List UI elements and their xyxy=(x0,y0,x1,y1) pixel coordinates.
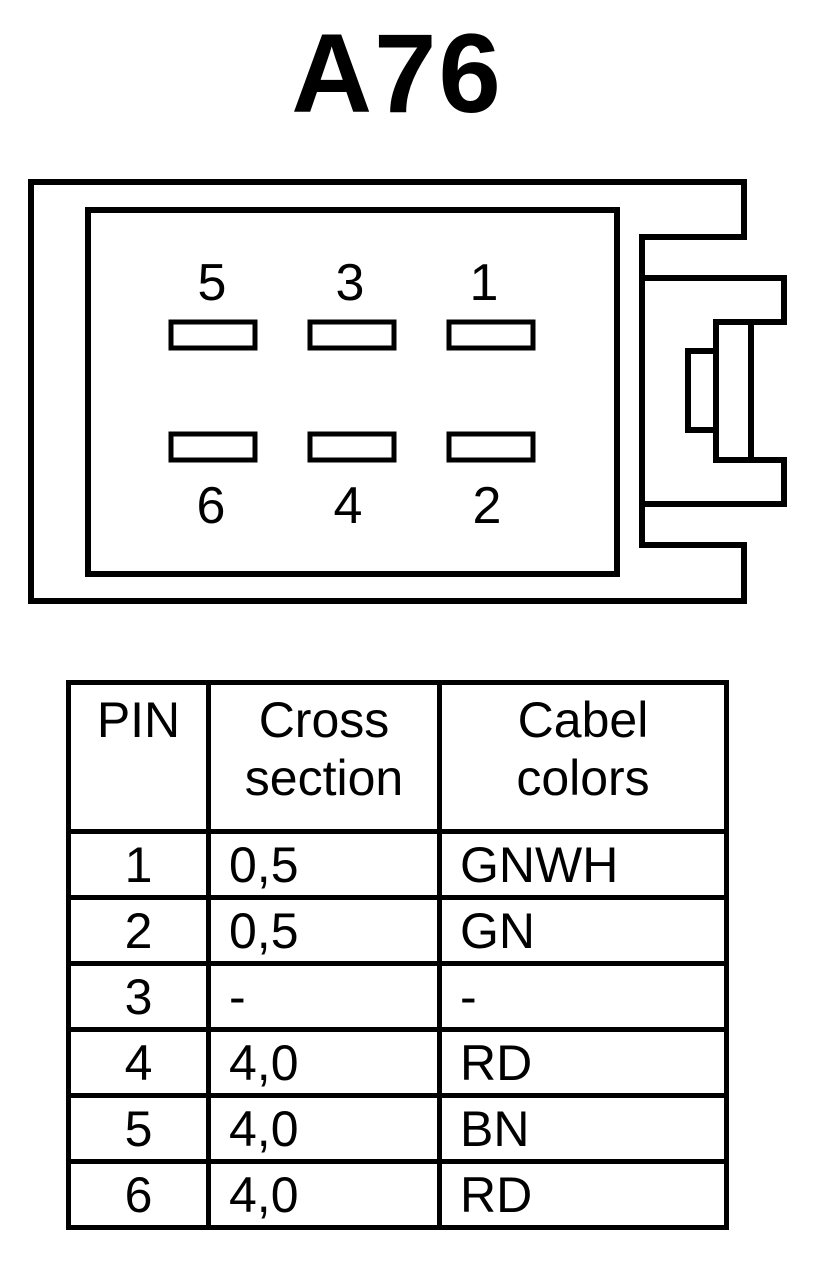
connector-housing xyxy=(28,179,787,604)
table-row: 5 4,0 BN xyxy=(66,1093,729,1164)
header-pin-label: PIN xyxy=(96,692,181,748)
cell-pin: 4 xyxy=(66,1027,211,1098)
cell-cable-color: RD xyxy=(437,1159,729,1230)
cell-pin: 2 xyxy=(66,895,211,966)
header-color-line1: Cabel xyxy=(517,692,649,748)
pin-number: 4 xyxy=(334,477,363,535)
pin-number: 3 xyxy=(336,254,365,312)
cell-cross-section: - xyxy=(206,961,442,1032)
header-pin: PIN xyxy=(66,680,211,834)
pin-slot xyxy=(168,319,258,351)
pin-number: 5 xyxy=(198,254,227,312)
pin-number: 2 xyxy=(473,477,502,535)
table-row: 6 4,0 RD xyxy=(66,1159,729,1230)
cell-pin: 6 xyxy=(66,1159,211,1230)
table-row: 3 - - xyxy=(66,961,729,1032)
cell-cable-color: RD xyxy=(437,1027,729,1098)
pin-slot xyxy=(446,319,536,351)
cell-pin: 1 xyxy=(66,829,211,900)
pin-slot xyxy=(307,319,397,351)
pin-slot xyxy=(168,431,258,463)
table-row: 1 0,5 GNWH xyxy=(66,829,729,900)
cell-cross-section: 4,0 xyxy=(206,1159,442,1230)
connector-title: A76 xyxy=(291,11,503,136)
cell-cable-color: GNWH xyxy=(437,829,729,900)
cell-pin: 3 xyxy=(66,961,211,1032)
cell-cable-color: BN xyxy=(437,1093,729,1164)
connector-diagram: 5 3 1 6 4 2 xyxy=(28,179,787,604)
pin-assignment-table: PIN Cross section Cabel colors 1 0,5 GNW… xyxy=(66,680,729,1230)
header-cable-colors: Cabel colors xyxy=(437,680,729,834)
table-row: 2 0,5 GN xyxy=(66,895,729,966)
cell-cross-section: 0,5 xyxy=(206,829,442,900)
cell-cable-color: - xyxy=(437,961,729,1032)
connector-face xyxy=(85,207,620,577)
cell-cross-section: 4,0 xyxy=(206,1027,442,1098)
header-cross-section: Cross section xyxy=(206,680,442,834)
header-color-line2: colors xyxy=(516,750,650,806)
latch-inner-frame xyxy=(713,319,751,463)
cell-pin: 5 xyxy=(66,1093,211,1164)
pin-number: 1 xyxy=(470,254,499,312)
table-row: 4 4,0 RD xyxy=(66,1027,729,1098)
table-header-row: PIN Cross section Cabel colors xyxy=(66,680,729,834)
pin-number: 6 xyxy=(197,477,226,535)
header-cross-line1: Cross xyxy=(258,692,390,748)
pin-slot xyxy=(446,431,536,463)
cell-cross-section: 4,0 xyxy=(206,1093,442,1164)
cell-cable-color: GN xyxy=(437,895,729,966)
latch-tab xyxy=(685,348,719,433)
cell-cross-section: 0,5 xyxy=(206,895,442,966)
header-cross-line2: section xyxy=(244,750,404,806)
pin-slot xyxy=(307,431,397,463)
